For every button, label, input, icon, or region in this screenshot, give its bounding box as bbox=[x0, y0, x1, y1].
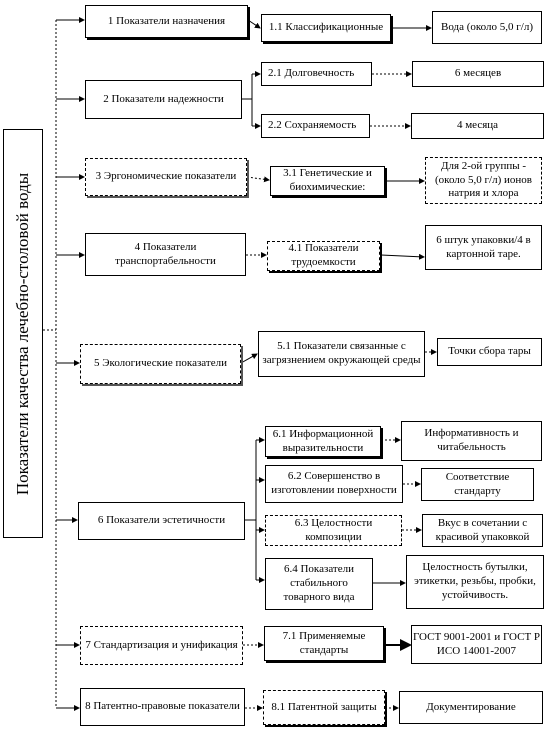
level2-label: 1.1 Классификационные bbox=[268, 21, 384, 34]
level2-label: 4.1 Показатели трудоемкости bbox=[288, 242, 359, 268]
level1-node-7: 7 Стандартизация и унификация bbox=[80, 626, 243, 665]
level3-node-11: ГОСТ 9001-2001 и ГОСТ Р ИСО 14001-2007 bbox=[411, 625, 542, 664]
level2-label: 6.2 Совершенство в изготовлении поверхно… bbox=[271, 470, 397, 496]
level1-label: 1 Показатели назначения bbox=[107, 14, 226, 27]
level2-label: 2.2 Сохраняемость bbox=[268, 119, 357, 132]
level3-label: Соответствие стандарту bbox=[445, 470, 510, 497]
level3-node-4: Для 2-ой группы - (около 5,0 г/л) ионов … bbox=[425, 157, 542, 204]
level1-node-6: 6 Показатели эстетичности bbox=[78, 502, 245, 540]
level3-label: 6 штук упаковки/4 в картонной таре. bbox=[436, 233, 531, 260]
level3-label: Информативность и читабельность bbox=[424, 427, 519, 453]
level3-label: Вода (около 5,0 г/л) bbox=[440, 20, 533, 33]
level3-node-5: 6 штук упаковки/4 в картонной таре. bbox=[425, 225, 542, 270]
level2-node-7-1: 7.1 Применяемые стандарты bbox=[264, 626, 384, 661]
level2-node-5-1: 5.1 Показатели связанные с загрязнением … bbox=[258, 331, 425, 377]
level1-node-1: 1 Показатели назначения bbox=[85, 5, 248, 38]
level1-label: 8 Патентно-правовые показатели bbox=[85, 700, 240, 713]
level2-label: 7.1 Применяемые стандарты bbox=[282, 629, 366, 656]
level2-label: 5.1 Показатели связанные с загрязнением … bbox=[262, 340, 421, 366]
level2-node-6-2: 6.2 Совершенство в изготовлении поверхно… bbox=[265, 465, 403, 503]
level3-node-7: Информативность и читабельность bbox=[401, 421, 542, 461]
root-box: Показатели качества лечебно-столовой вод… bbox=[3, 129, 43, 538]
level1-label: 4 Показатели транспортабельности bbox=[115, 240, 216, 267]
level1-label: 3 Эргономические показатели bbox=[95, 170, 237, 183]
level2-label: 2.1 Долговечность bbox=[268, 67, 355, 80]
level3-label: Точки сбора тары bbox=[448, 345, 531, 358]
level3-label: 4 месяца bbox=[456, 119, 499, 132]
level2-node-8-1: 8.1 Патентной защиты bbox=[263, 690, 385, 725]
level1-label: 7 Стандартизация и унификация bbox=[85, 638, 238, 651]
level1-node-4: 4 Показатели транспортабельности bbox=[85, 233, 246, 276]
level3-node-12: Документирование bbox=[399, 691, 543, 724]
level2-label: 6.4 Показатели стабильного товарного вид… bbox=[283, 563, 355, 603]
level3-label: ГОСТ 9001-2001 и ГОСТ Р ИСО 14001-2007 bbox=[412, 630, 541, 657]
level3-label: Для 2-ой группы - (около 5,0 г/л) ионов … bbox=[435, 159, 532, 200]
level2-node-1-1: 1.1 Классификационные bbox=[261, 14, 391, 42]
level1-label: 2 Показатели надежности bbox=[103, 92, 224, 105]
level3-node-6: Точки сбора тары bbox=[437, 338, 542, 366]
level2-node-6-3: 6.3 Целостности композиции bbox=[265, 515, 402, 546]
level3-label: Вкус в сочетании с красивой упаковкой bbox=[435, 516, 530, 543]
level3-node-2: 6 месяцев bbox=[412, 61, 544, 87]
level2-label: 3.1 Генетические и биохимические: bbox=[283, 167, 372, 193]
level2-node-6-1: 6.1 Информационной выразительности bbox=[265, 426, 381, 457]
level1-node-2: 2 Показатели надежности bbox=[85, 80, 242, 119]
level3-node-3: 4 месяца bbox=[411, 113, 544, 139]
level2-node-2-2: 2.2 Сохраняемость bbox=[261, 114, 370, 138]
level2-node-2-1: 2.1 Долговечность bbox=[261, 62, 372, 86]
level2-label: 6.1 Информационной выразительности bbox=[272, 427, 374, 454]
level2-label: 6.3 Целостности композиции bbox=[294, 516, 373, 543]
level2-node-3-1: 3.1 Генетические и биохимические: bbox=[270, 166, 385, 196]
level1-label: 6 Показатели эстетичности bbox=[97, 514, 226, 527]
level3-node-10: Целостность бутылки, этикетки, резьбы, п… bbox=[406, 555, 544, 609]
level1-node-5: 5 Экологические показатели bbox=[80, 344, 241, 384]
level1-label: 5 Экологические показатели bbox=[94, 357, 227, 370]
level2-node-4-1: 4.1 Показатели трудоемкости bbox=[267, 241, 380, 271]
level3-node-1: Вода (около 5,0 г/л) bbox=[432, 11, 542, 44]
level3-node-9: Вкус в сочетании с красивой упаковкой bbox=[422, 514, 543, 547]
level2-label: 8.1 Патентной защиты bbox=[271, 700, 377, 713]
level3-label: Целостность бутылки, этикетки, резьбы, п… bbox=[414, 561, 536, 601]
level3-node-8: Соответствие стандарту bbox=[421, 468, 534, 501]
level1-node-3: 3 Эргономические показатели bbox=[85, 158, 247, 196]
level2-node-6-4: 6.4 Показатели стабильного товарного вид… bbox=[265, 558, 373, 610]
level1-node-8: 8 Патентно-правовые показатели bbox=[80, 688, 245, 726]
root-label: Показатели качества лечебно-столовой вод… bbox=[13, 172, 32, 495]
level3-label: 6 месяцев bbox=[454, 67, 502, 80]
level3-label: Документирование bbox=[426, 700, 516, 713]
